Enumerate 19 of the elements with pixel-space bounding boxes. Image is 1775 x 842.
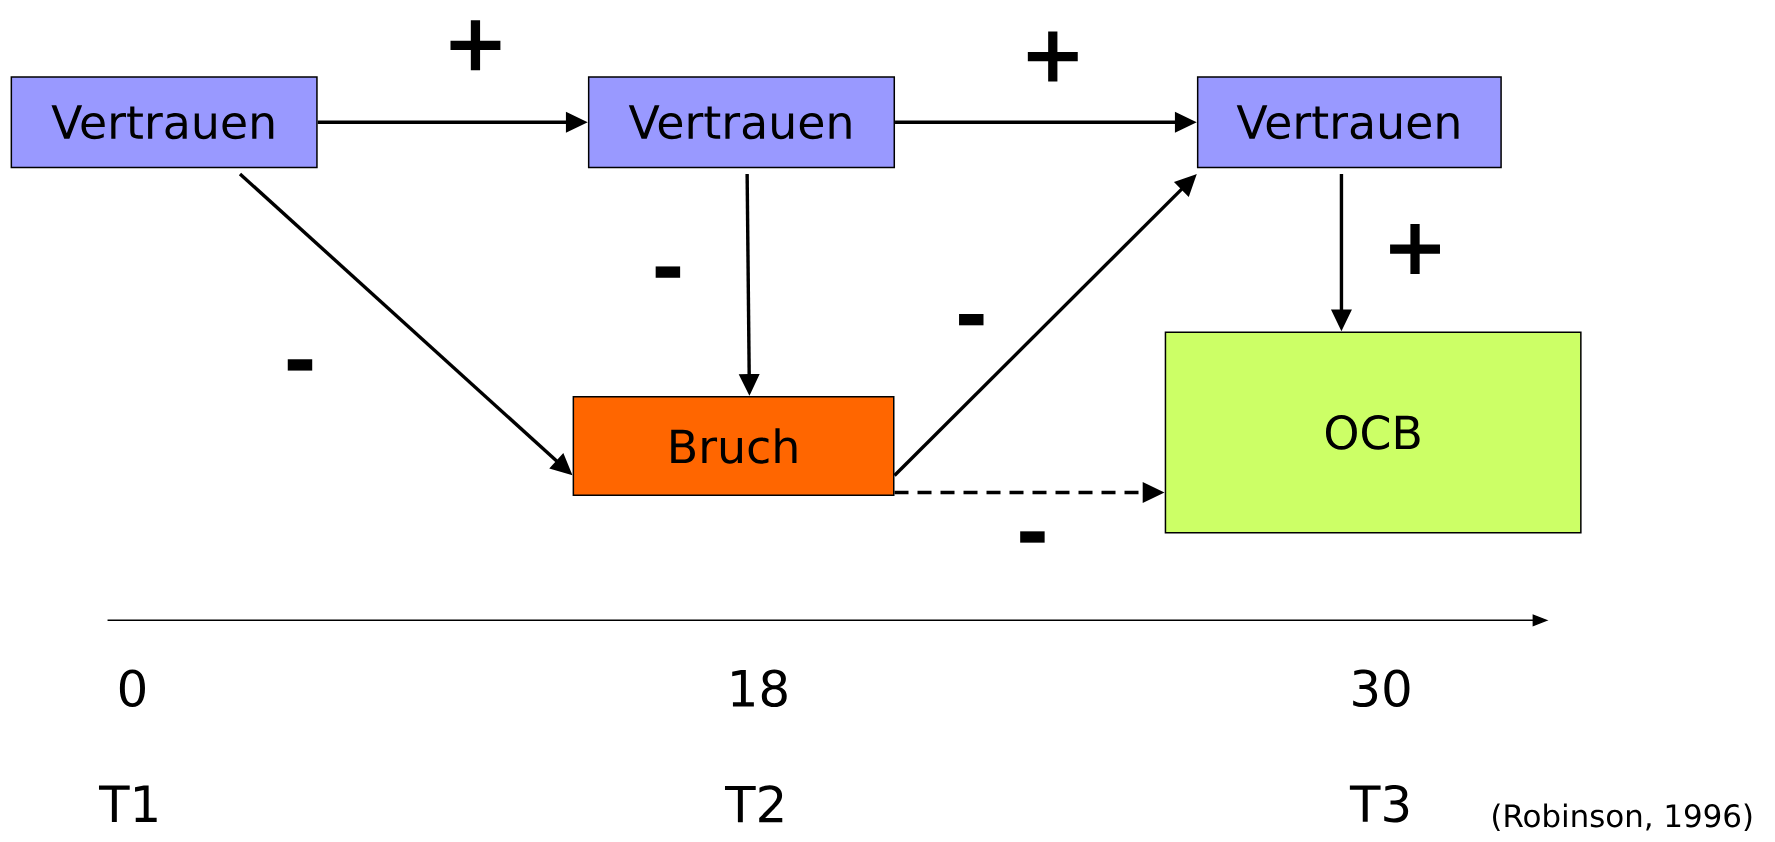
time-label: T1 — [99, 785, 157, 822]
edge-label: + — [1027, 31, 1078, 82]
concept-box: Vertrauen — [1196, 76, 1502, 169]
edge-label: + — [450, 20, 501, 71]
time-label: 0 — [119, 669, 145, 707]
concept-box: OCB — [1164, 331, 1582, 534]
time-label: 18 — [732, 669, 787, 707]
edge-label: - — [287, 359, 313, 371]
edge-label: + — [1390, 223, 1440, 274]
edge-label: - — [1020, 531, 1045, 543]
source-note: (Robinson, 1996) — [1493, 803, 1752, 831]
time-label: T3 — [1349, 784, 1409, 823]
edge-label: - — [959, 313, 984, 326]
time-label: T2 — [725, 785, 783, 823]
concept-box: Bruch — [572, 395, 895, 496]
concept-box: Vertrauen — [587, 76, 896, 169]
concept-box: Vertrauen — [10, 76, 318, 169]
edge-label: - — [655, 266, 681, 278]
time-label: 30 — [1353, 669, 1410, 707]
